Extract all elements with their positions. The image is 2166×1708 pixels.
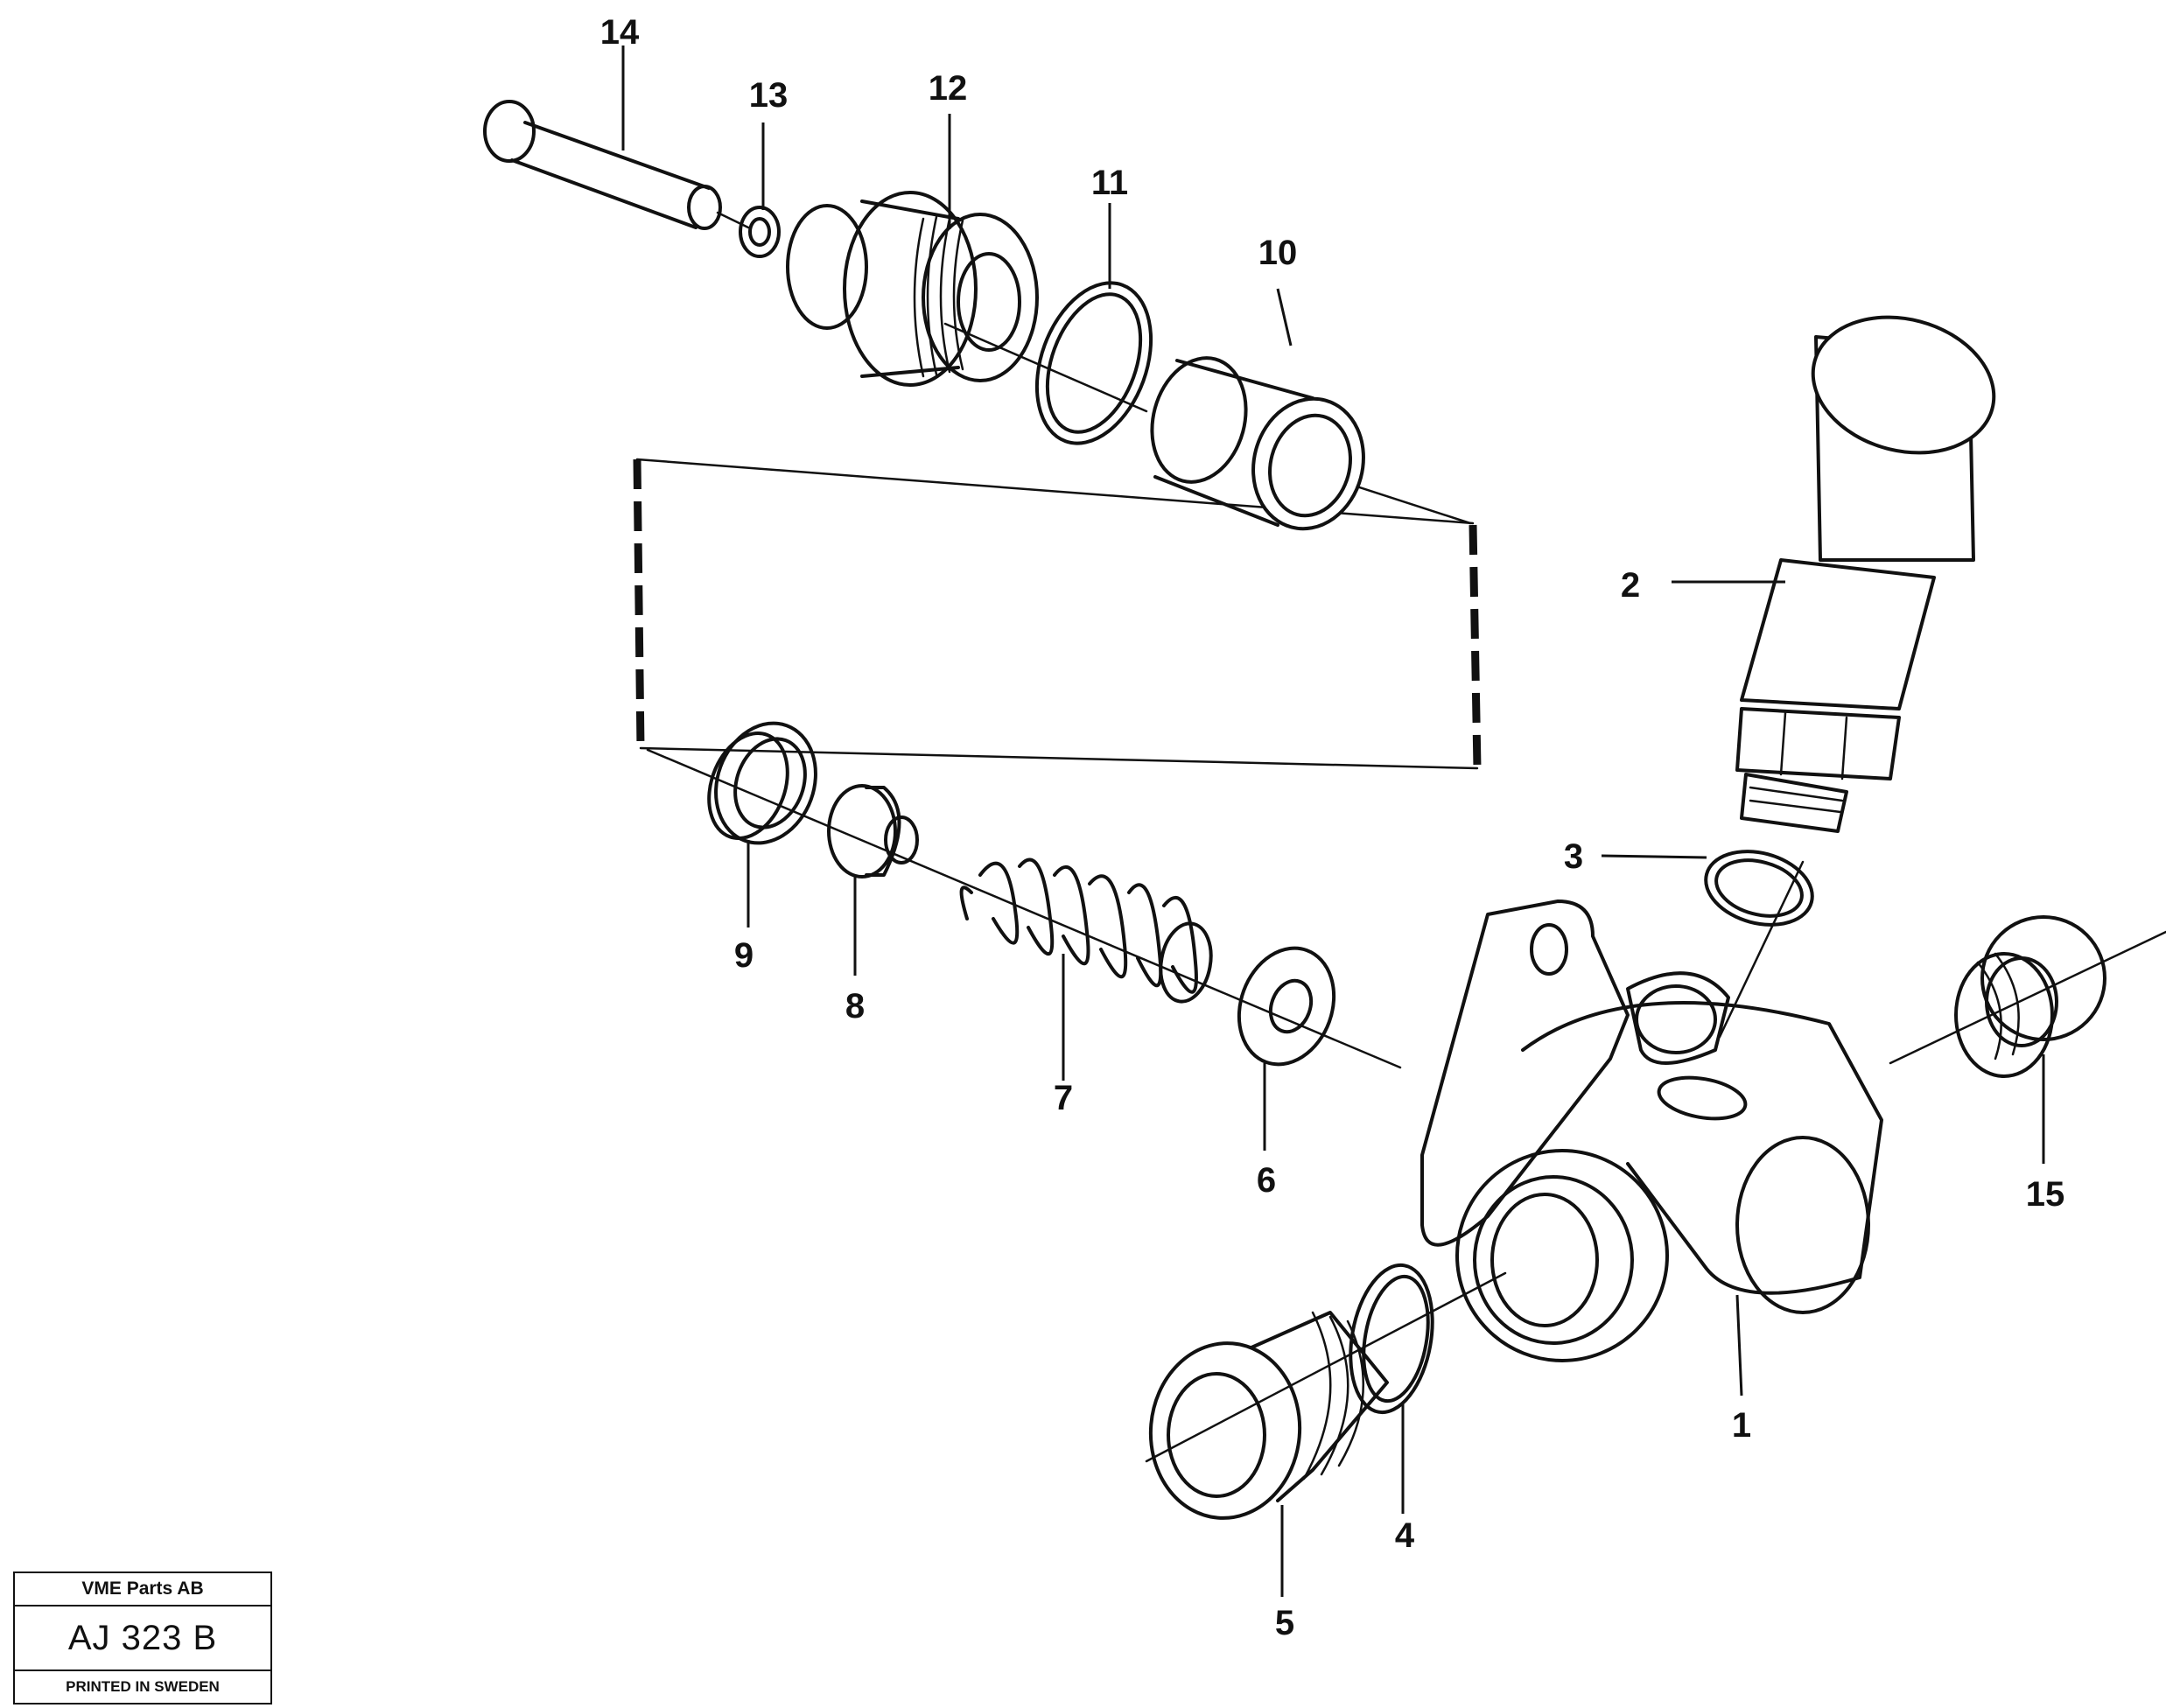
callout-9: 9: [734, 936, 754, 975]
callout-5: 5: [1275, 1604, 1294, 1642]
drawing-code: AJ 323 B: [15, 1606, 270, 1671]
part-3-o-ring: [1704, 850, 1814, 927]
part-8-valve: [827, 784, 919, 878]
callout-7: 7: [1054, 1079, 1073, 1117]
callout-12: 12: [929, 69, 968, 108]
part-14-bolt: [483, 100, 722, 230]
company-name: VME Parts AB: [15, 1573, 270, 1606]
part-10-sleeve: [1150, 356, 1365, 531]
callout-6: 6: [1257, 1161, 1276, 1200]
printed-note: PRINTED IN SWEDEN: [66, 1678, 220, 1695]
callout-1: 1: [1732, 1406, 1751, 1445]
dashed-bracket: [633, 458, 1482, 770]
leader-lines: [621, 46, 2045, 1597]
callout-11: 11: [1091, 164, 1128, 202]
callout-4: 4: [1395, 1516, 1415, 1555]
part-2-cylinder: [1735, 315, 1996, 833]
callout-8: 8: [845, 987, 865, 1026]
part-1-housing: [1420, 900, 1883, 1362]
callout-14: 14: [600, 13, 640, 52]
callout-13: 13: [749, 76, 789, 115]
part-13-washer: [739, 206, 781, 258]
part-6-washer: [1237, 946, 1336, 1067]
callout-labels: 14 13 12 11 10 2 3 9 8 7 6 1 4 5 15: [600, 13, 2065, 1642]
part-11-o-ring: [1034, 281, 1153, 445]
callout-2: 2: [1621, 566, 1640, 605]
callout-10: 10: [1258, 234, 1298, 272]
part-12-fitting: [786, 191, 1039, 387]
title-block: VME Parts AB AJ 323 B PRINTED IN SWEDEN: [13, 1572, 272, 1704]
part-9-seat-ring: [707, 721, 817, 845]
callout-3: 3: [1564, 837, 1583, 876]
callout-15: 15: [2026, 1175, 2065, 1214]
part-15-plug: [1954, 915, 2106, 1078]
part-7-spring: [959, 858, 1213, 1004]
part-5-plug: [1148, 1311, 1389, 1520]
